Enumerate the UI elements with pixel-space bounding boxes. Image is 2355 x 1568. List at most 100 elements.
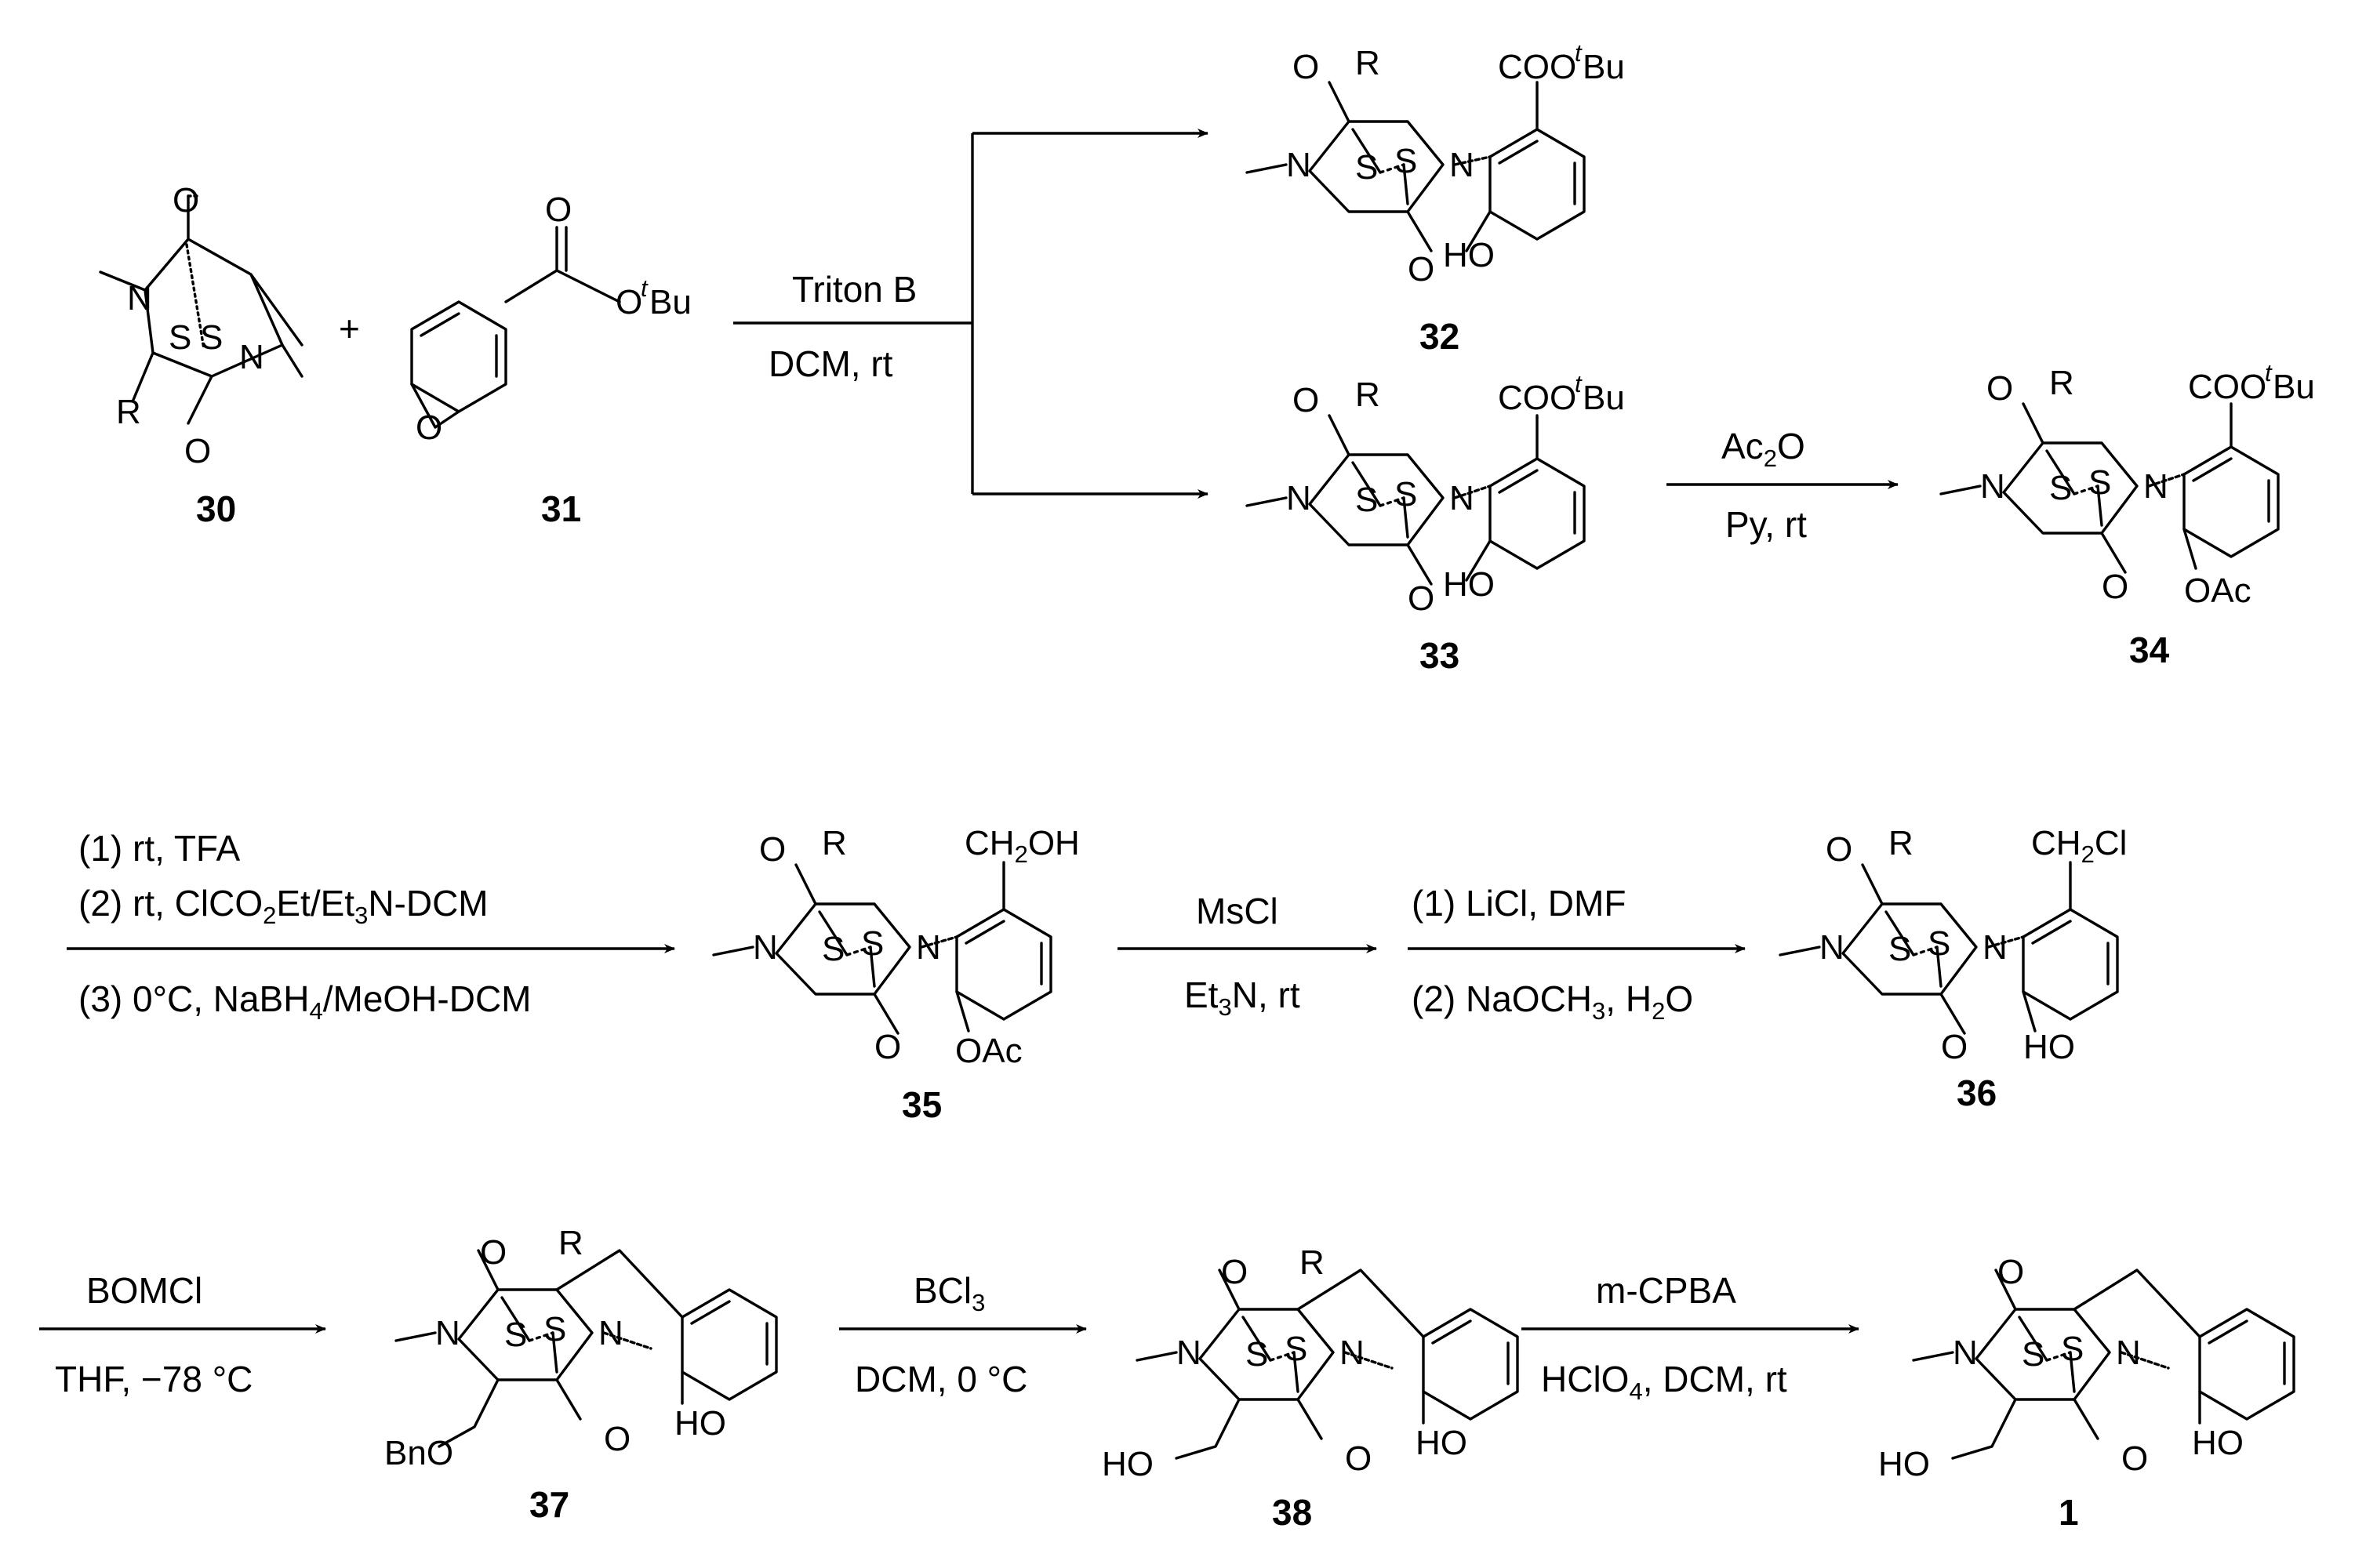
reaction-arrow-step2: Ac2O Py, rt (1666, 426, 1899, 545)
compound-label-1: 1 (2059, 1492, 2079, 1533)
hydroxyl: HO (1443, 236, 1495, 274)
atom-n: N (1982, 928, 2008, 967)
atom-s: S (2061, 1330, 2084, 1368)
hydroxyl: HO (1443, 565, 1495, 604)
atom-o: O (1408, 250, 1434, 289)
hydroxymethyl: CH2OH (965, 824, 1080, 868)
atom-s: S (2022, 1335, 2044, 1374)
reagent-mcpba: m-CPBA (1596, 1270, 1736, 1311)
atom-s: S (1245, 1335, 1268, 1374)
compound-label-35: 35 (902, 1084, 942, 1125)
reaction-arrow-step1: Triton B DCM, rt (733, 129, 1208, 499)
hydroxyl: HO (674, 1404, 726, 1443)
benzyloxy: BnO (384, 1434, 453, 1472)
compound-31: O O t Bu O 31 (410, 191, 692, 529)
atom-n: N (435, 1314, 460, 1352)
atom-o: O (759, 830, 786, 869)
reaction-arrow-step6: BOMCl THF, −78 °C (39, 1270, 326, 1399)
atom-n: N (1819, 928, 1844, 967)
atom-s: S (1285, 1330, 1307, 1368)
atom-n: N (1953, 1334, 1978, 1372)
atom-n: N (753, 928, 778, 967)
compound-37: N N S S O R O HO BnO 37 (384, 1224, 778, 1525)
atom-o: O (604, 1420, 631, 1458)
atom-n: N (1449, 146, 1474, 184)
tert-label: t (1575, 370, 1583, 397)
atom-n: N (1339, 1334, 1365, 1372)
atom-s: S (1928, 924, 1950, 963)
atom-s: S (1355, 148, 1378, 187)
ester-coo: COO (2188, 368, 2266, 406)
condition-py-rt: Py, rt (1725, 504, 1807, 545)
atom-n: N (1176, 1334, 1201, 1372)
atom-n: N (1286, 146, 1311, 184)
atom-o: O (1292, 48, 1319, 86)
atom-s: S (1355, 481, 1378, 519)
condition-line-2: (2) rt, ClCO2Et/Et3N-DCM (78, 883, 489, 929)
atom-o: O (1345, 1439, 1372, 1478)
condition-thf: THF, −78 °C (55, 1359, 253, 1399)
reaction-arrow-step8: m-CPBA HClO4, DCM, rt (1521, 1270, 1859, 1405)
ester-coo: COO (1498, 379, 1576, 417)
atom-o: O (874, 1028, 901, 1066)
atom-o: O (1986, 369, 2013, 408)
atom-n: N (1449, 479, 1474, 517)
atom-n: N (916, 928, 941, 967)
atom-s: S (169, 318, 191, 357)
hydroxyl: HO (2192, 1424, 2244, 1462)
atom-s: S (2088, 463, 2111, 502)
ester-coo: COO (1498, 48, 1576, 86)
atom-o: O (416, 408, 442, 447)
reagent-bomcl: BOMCl (86, 1270, 202, 1311)
hydroxyl: HO (1416, 1424, 1467, 1462)
compound-label-30: 30 (196, 488, 236, 529)
atom-o: O (1221, 1253, 1248, 1291)
compound-1: N N S S O O HO HO 1 (1878, 1253, 2295, 1533)
atom-o: O (173, 181, 199, 220)
compound-label-33: 33 (1419, 635, 1459, 676)
atom-s: S (1394, 142, 1417, 180)
compound-32: N N S S O R O HO COO t Bu 32 (1245, 39, 1625, 357)
atom-s: S (2049, 469, 2072, 507)
atom-r: R (1355, 44, 1380, 82)
chloromethyl: CH2Cl (2031, 824, 2127, 868)
plus-sign: + (339, 308, 360, 349)
condition-dcm-rt: DCM, rt (769, 343, 893, 384)
compound-label-36: 36 (1957, 1073, 1997, 1113)
reaction-arrow-step4: MsCl Et3N, rt (1118, 891, 1377, 1021)
condition-line-2: (2) NaOCH3, H2O (1412, 978, 1693, 1025)
hydroxyl: HO (2023, 1028, 2075, 1066)
reaction-arrow-step3: (1) rt, TFA (2) rt, ClCO2Et/Et3N-DCM (3)… (67, 828, 675, 1025)
condition-dcm-0c: DCM, 0 °C (855, 1359, 1027, 1399)
compound-35: N N S S O R O OAc CH2OH 35 (712, 824, 1080, 1125)
atom-r: R (1888, 824, 1913, 862)
atom-s: S (1888, 930, 1911, 968)
compound-label-31: 31 (541, 488, 581, 529)
atom-s: S (200, 318, 223, 357)
condition-line-3: (3) 0°C, NaBH4/MeOH-DCM (78, 978, 531, 1025)
condition-line-1: (1) LiCl, DMF (1412, 883, 1626, 924)
tert-label: t (641, 274, 649, 302)
atom-s: S (504, 1316, 527, 1354)
atom-n: N (598, 1314, 623, 1352)
tert-label: t (2265, 359, 2273, 387)
atom-o: O (1292, 381, 1319, 419)
compound-label-37: 37 (529, 1484, 569, 1525)
atom-o: O (184, 432, 211, 470)
butyl-label: Bu (2273, 368, 2315, 406)
atom-r: R (558, 1224, 583, 1262)
atom-n: N (1286, 479, 1311, 517)
atom-s: S (1394, 475, 1417, 514)
atom-o: O (1997, 1253, 2024, 1291)
butyl-label: Bu (1583, 379, 1625, 417)
atom-s: S (861, 924, 884, 963)
atom-o: O (2121, 1439, 2148, 1478)
atom-n: N (127, 279, 152, 318)
atom-o: O (545, 191, 572, 229)
reagent-triton-b: Triton B (792, 269, 917, 310)
compound-30: N O S S N R O 30 (99, 181, 303, 529)
hydroxyl: HO (1878, 1445, 1930, 1483)
reagent-bcl3: BCl3 (914, 1270, 985, 1316)
atom-r: R (1355, 376, 1380, 414)
